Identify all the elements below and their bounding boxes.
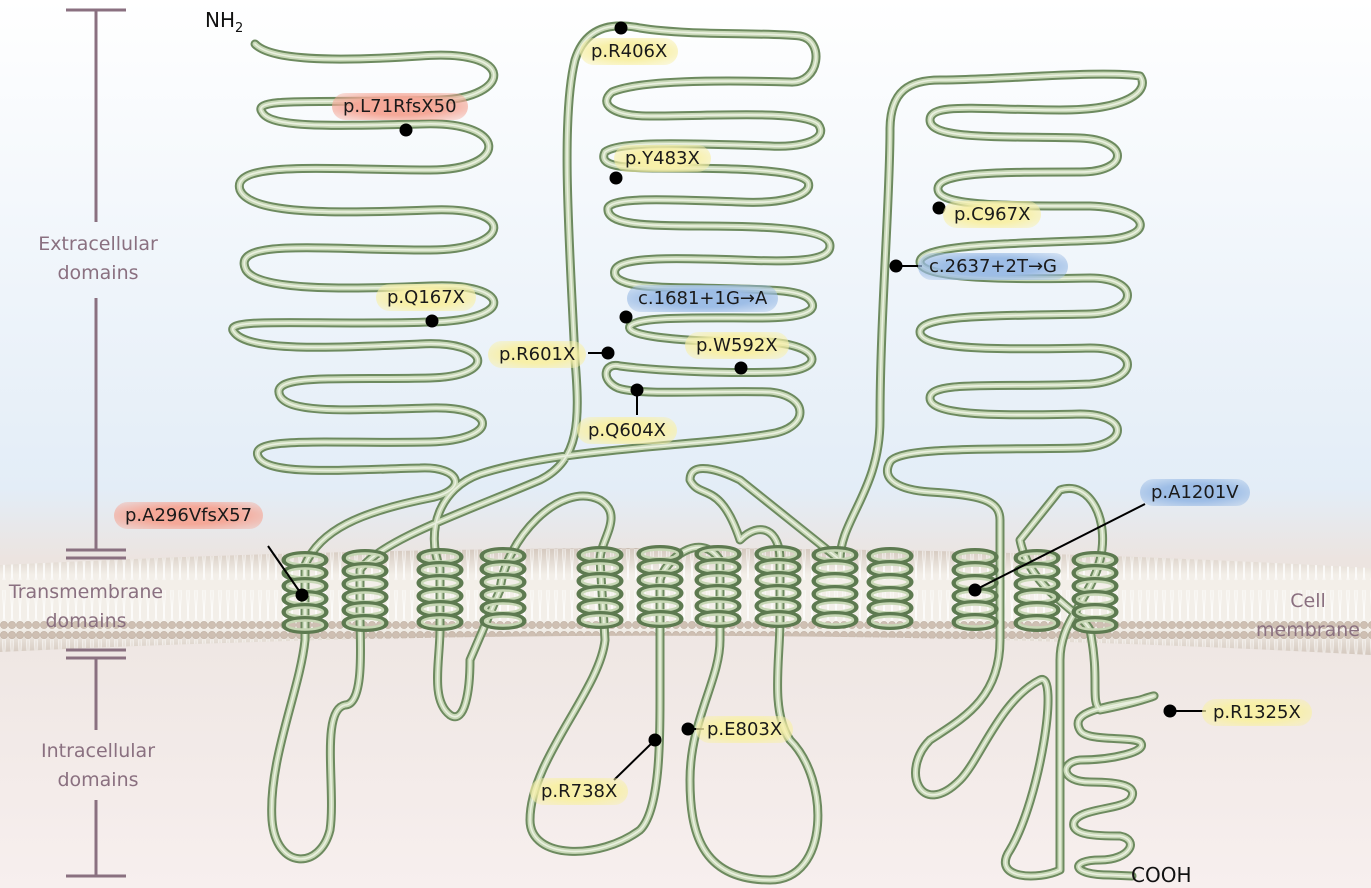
site-Y483X [610, 172, 623, 185]
mutation-label-W592X: p.W592X [685, 332, 789, 359]
site-A296VfsX57 [296, 589, 309, 602]
mutation-label-R406X: p.R406X [580, 38, 678, 65]
site-c1681 [620, 311, 633, 324]
n-terminus-label: NH2 [205, 8, 243, 36]
mutation-label-Q167X: p.Q167X [376, 284, 476, 311]
mutation-label-Q604X: p.Q604X [577, 417, 677, 444]
site-R601X [602, 347, 615, 360]
site-R406X [615, 22, 628, 35]
site-L71RfsX50 [400, 124, 413, 137]
mutation-label-R601X: p.R601X [488, 341, 586, 368]
site-R738X [649, 734, 662, 747]
mutation-label-R1325X: p.R1325X [1202, 699, 1312, 726]
mutation-label-Y483X: p.Y483X [614, 145, 711, 172]
mutation-label-C967X: p.C967X [943, 201, 1041, 228]
mutation-label-R738X: p.R738X [530, 778, 628, 805]
mutation-label-E803X: p.E803X [696, 716, 793, 743]
site-R1325X [1164, 705, 1177, 718]
mutation-label-L71RfsX50: p.L71RfsX50 [332, 93, 468, 120]
c-terminus-label: COOH [1131, 863, 1192, 887]
mutation-label-A296VfsX57: p.A296VfsX57 [114, 502, 263, 529]
site-A1201V [969, 584, 982, 597]
site-Q167X [426, 315, 439, 328]
site-Q604X [631, 384, 644, 397]
mutation-label-A1201V: p.A1201V [1140, 479, 1250, 506]
mutation-label-c1681: c.1681+1G→A [627, 285, 778, 312]
site-W592X [735, 362, 748, 375]
site-c2637 [890, 260, 903, 273]
mutation-label-c2637: c.2637+2T→G [918, 253, 1068, 280]
site-E803X [682, 723, 695, 736]
